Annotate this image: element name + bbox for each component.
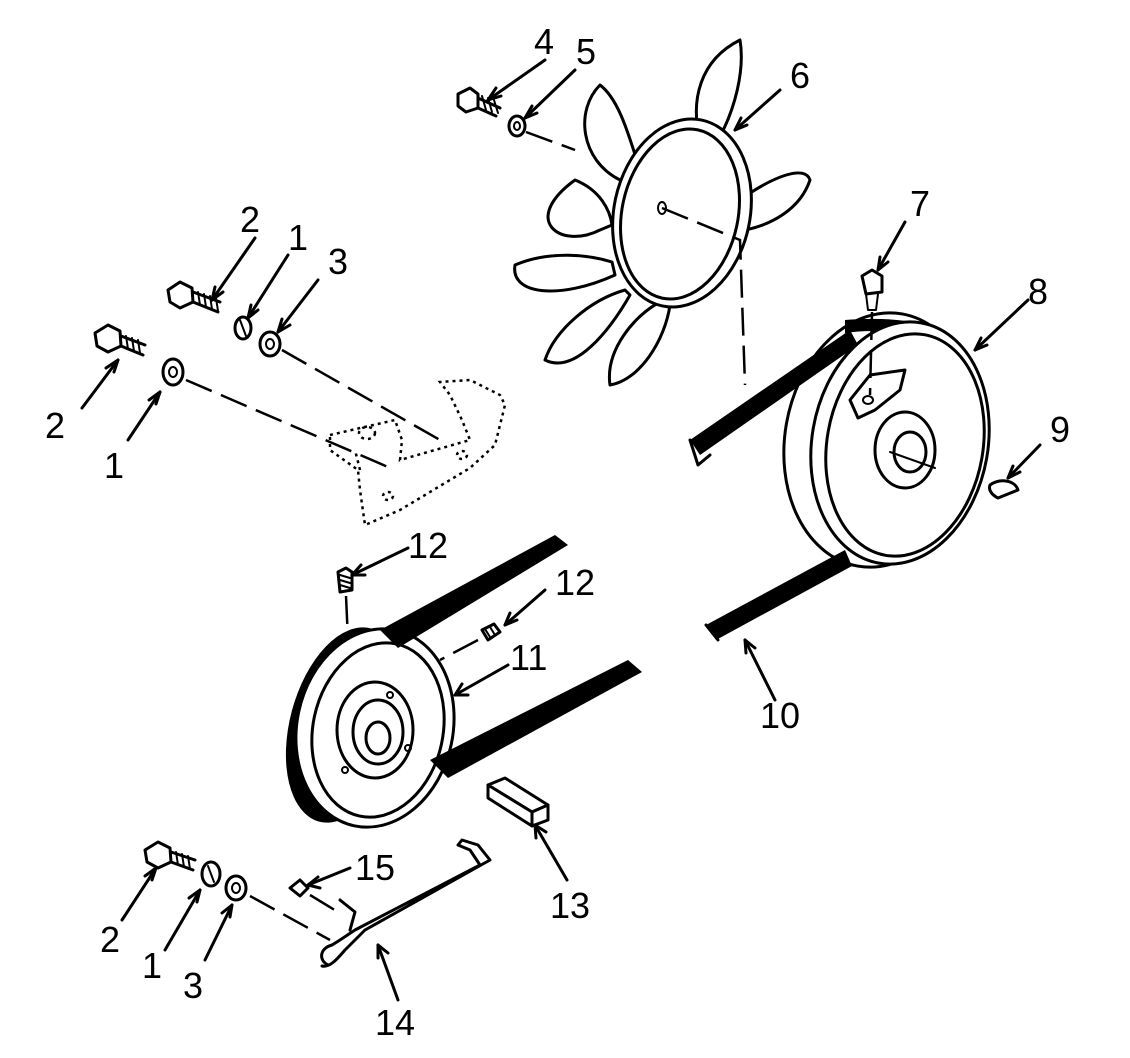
bracket-axis-upper xyxy=(281,348,441,442)
callout-1-lower: 1 xyxy=(104,445,124,486)
callout-14: 14 xyxy=(375,1002,415,1043)
fan-blade xyxy=(583,83,642,182)
v-belt-lower xyxy=(380,535,642,778)
setscrew-upper xyxy=(860,268,884,396)
mounting-bracket xyxy=(328,378,507,527)
callout-2-rod: 2 xyxy=(100,919,120,960)
callout-8: 8 xyxy=(1028,271,1048,312)
callout-7: 7 xyxy=(910,183,930,224)
callout-2-lower: 2 xyxy=(45,405,65,446)
bracket-axis-lower xyxy=(185,378,396,472)
square-key xyxy=(486,776,550,828)
callout-5: 5 xyxy=(576,31,596,72)
fan-blade xyxy=(543,288,632,365)
leader-lines xyxy=(80,58,1042,1002)
fan-blade xyxy=(513,253,617,293)
callout-3-rod: 3 xyxy=(183,965,203,1006)
callout-13: 13 xyxy=(550,885,590,926)
callout-9: 9 xyxy=(1050,409,1070,450)
rod-axis xyxy=(249,894,331,942)
fan-lock-washer xyxy=(507,114,527,138)
bracket-bolt-upper xyxy=(166,280,222,314)
callout-10: 10 xyxy=(760,695,800,736)
rod-flat-washer xyxy=(224,874,248,902)
fan-ring-inner xyxy=(619,127,741,301)
bracket-washer-lower xyxy=(161,357,185,387)
callout-12-side: 12 xyxy=(555,562,595,603)
fan-blade xyxy=(694,38,743,142)
callout-1-rod: 1 xyxy=(142,945,162,986)
setscrew-lower-side xyxy=(439,622,502,662)
bracket-flat-washer-upper xyxy=(258,330,282,358)
callout-3-upper: 3 xyxy=(328,241,348,282)
callout-2-upper: 2 xyxy=(240,199,260,240)
callout-labels: 4 5 6 7 8 9 10 2 1 3 2 1 12 12 11 13 15 … xyxy=(45,21,1070,1043)
upper-pulley xyxy=(782,311,991,569)
fan-hub-hole xyxy=(657,201,667,215)
fan-drop-line xyxy=(661,206,747,386)
callout-12-top: 12 xyxy=(408,525,448,566)
callout-15: 15 xyxy=(355,847,395,888)
fan-ring-outer xyxy=(611,117,753,309)
v-belt-upper xyxy=(688,330,858,642)
rod-bolt xyxy=(143,840,197,872)
fan-blade xyxy=(546,178,614,238)
callout-11: 11 xyxy=(510,637,547,678)
woodruff-key xyxy=(988,479,1020,500)
bracket-lock-washer-upper xyxy=(233,315,253,341)
rod-cap xyxy=(288,878,339,914)
callout-4: 4 xyxy=(534,21,554,62)
callout-6: 6 xyxy=(790,55,810,96)
fan-blade xyxy=(738,171,812,232)
fan-assembly xyxy=(513,38,812,387)
setscrew-lower-top xyxy=(336,566,354,641)
fan-blade xyxy=(607,300,672,387)
bracket-bolt-lower xyxy=(93,323,147,357)
adjusting-rod xyxy=(320,838,492,968)
fan-axis-line xyxy=(525,130,576,152)
callout-1-upper: 1 xyxy=(288,217,308,258)
rod-lock-washer xyxy=(200,860,222,888)
fan-bolt xyxy=(456,86,502,118)
lower-pulley xyxy=(285,627,456,829)
